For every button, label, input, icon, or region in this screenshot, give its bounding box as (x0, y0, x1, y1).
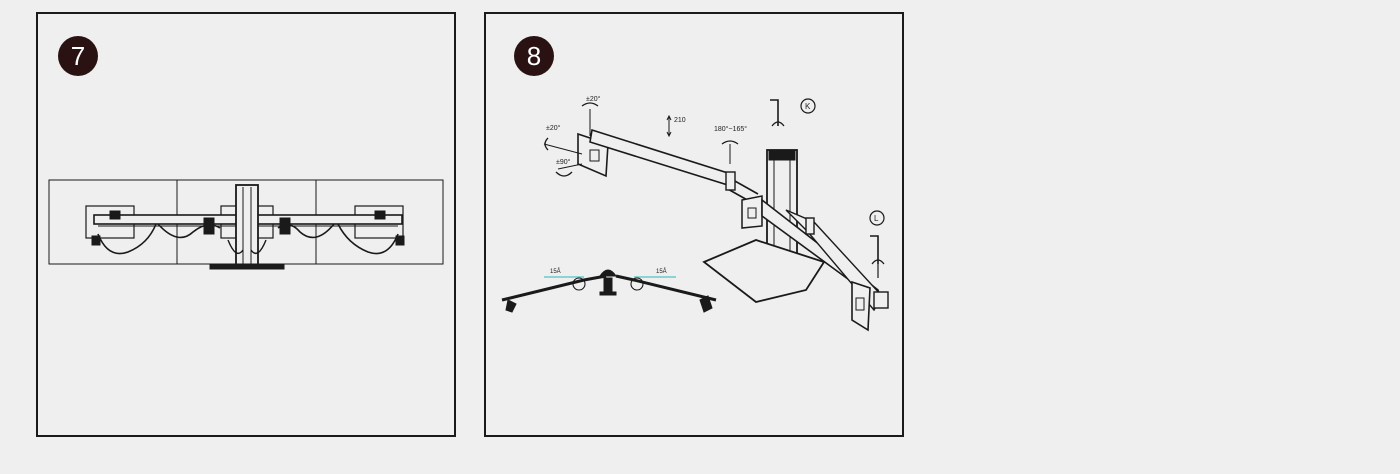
desk-base (209, 263, 285, 270)
callout-k-circle (800, 98, 816, 114)
allen-key-k-icon (770, 99, 779, 126)
center-pole (766, 149, 798, 259)
pole-top-view (599, 269, 617, 277)
allen-key-l-icon (870, 235, 879, 264)
right-vesa-top-view (699, 295, 713, 313)
right-vesa-plate (851, 280, 871, 332)
callout-l-label: L (874, 214, 879, 223)
triple-monitor-front-view-diagram (48, 179, 444, 270)
step-7-panel: 7 (36, 12, 456, 437)
swivel-label: 180°~165° (714, 125, 747, 133)
rotate-label: ±90° (556, 158, 571, 166)
right-arm-top-view (615, 274, 717, 302)
adjustment-range-diagram: ±20° ±20° ±90° 210 180°~165° K L 15Å 15Å (501, 95, 889, 332)
right-angle-label: 15Å (656, 268, 667, 275)
desk-base (702, 239, 826, 303)
left-arm-top-view (501, 274, 607, 302)
height-label: 210 (674, 117, 686, 124)
left-vesa-top-view (505, 299, 517, 313)
tilt-top-label: ±20° (586, 95, 601, 103)
callout-k-label: K (805, 102, 811, 111)
left-arm (589, 128, 732, 188)
left-angle-label: 15Å (550, 268, 561, 275)
step-number-badge: 7 (58, 36, 98, 76)
callout-l-circle (869, 210, 885, 226)
center-vesa-plate (741, 195, 763, 229)
step-number-badge: 8 (514, 36, 554, 76)
step-8-panel: 8 (484, 12, 904, 437)
tilt-side-label: ±20° (546, 124, 561, 132)
